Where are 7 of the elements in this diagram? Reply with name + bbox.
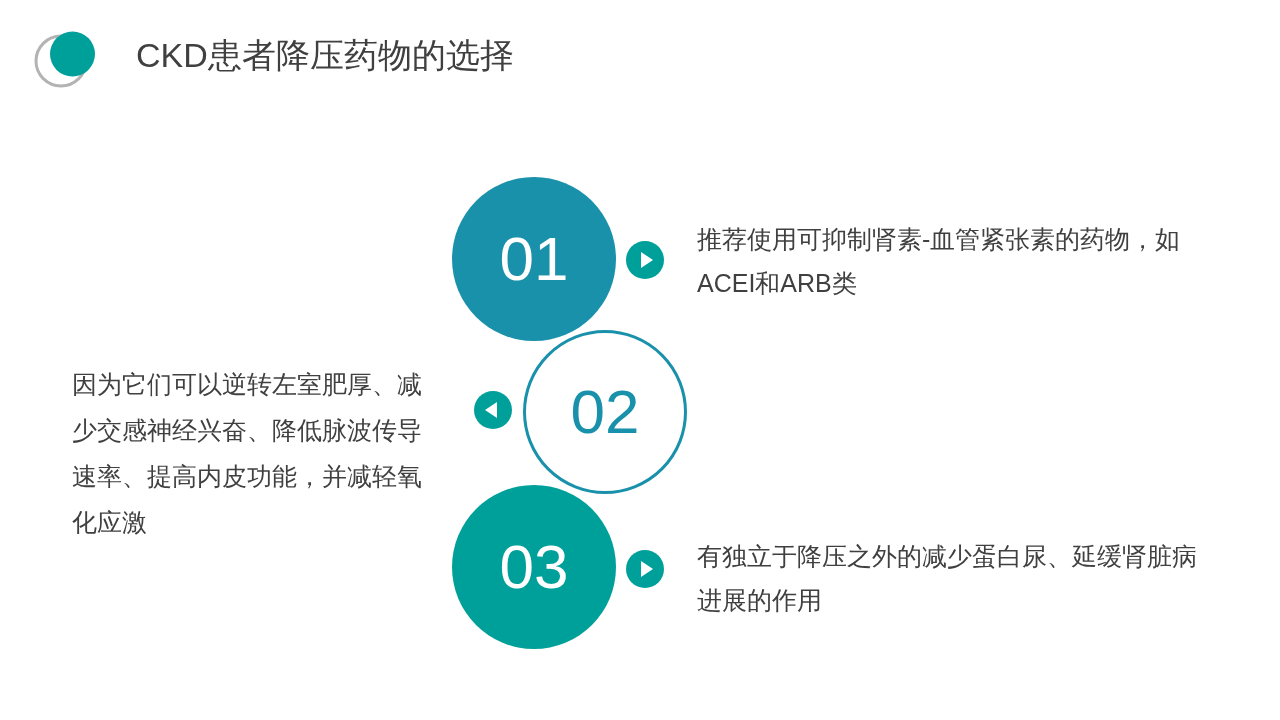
step-number: 02: [570, 377, 640, 447]
description-text: 推荐使用可抑制肾素-血管紧张素的药物，如ACEI和ARB类: [697, 224, 1182, 299]
description-text: 有独立于降压之外的减少蛋白尿、延缓肾脏病进展的作用: [697, 541, 1198, 616]
description-text: 因为它们可以逆转左室肥厚、减少交感神经兴奋、降低脉波传导速率、提高内皮功能，并减轻氧化应激: [72, 369, 423, 538]
step-number: 01: [499, 224, 569, 294]
step-number: 03: [499, 532, 569, 602]
title: CKD患者降压药物的选择: [136, 35, 514, 76]
